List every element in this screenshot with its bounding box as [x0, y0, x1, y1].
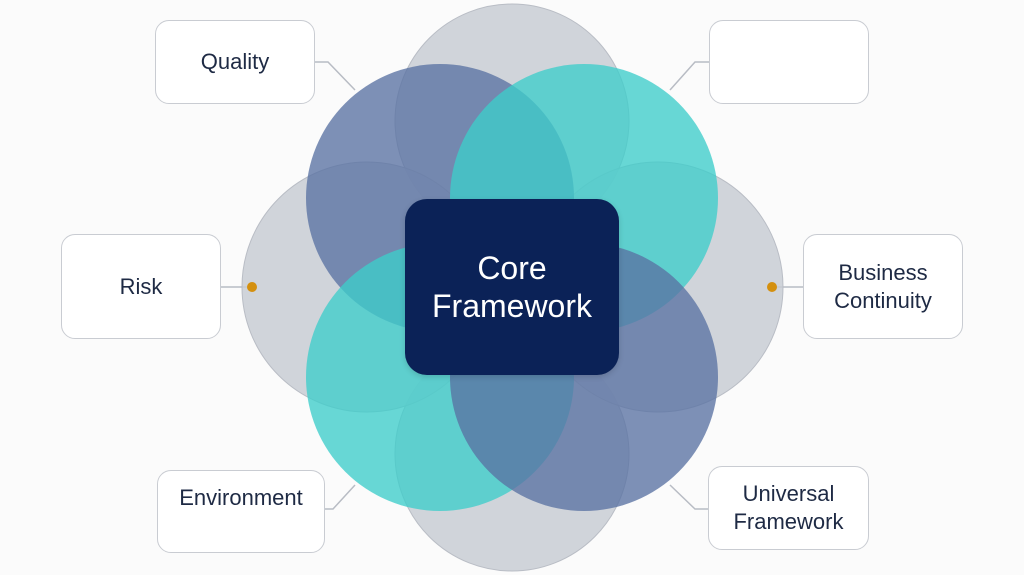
- core-title-line1: Core: [477, 250, 547, 286]
- dot-risk: [247, 282, 257, 292]
- label-risk[interactable]: Risk: [61, 234, 221, 339]
- label-blank-top-right[interactable]: [709, 20, 869, 104]
- label-universal-framework[interactable]: Universal Framework: [708, 466, 869, 550]
- core-framework-box[interactable]: Core Framework: [405, 199, 619, 375]
- label-risk-text: Risk: [119, 273, 163, 299]
- label-quality-text: Quality: [200, 49, 270, 74]
- label-business-line2: Continuity: [834, 287, 932, 313]
- label-universal-line1: Universal: [742, 481, 835, 506]
- connectors: [221, 61, 803, 510]
- label-quality[interactable]: Quality: [155, 20, 315, 104]
- connector-universal: [669, 484, 708, 510]
- connector-quality: [315, 61, 356, 91]
- label-universal-line2: Framework: [733, 509, 844, 534]
- dot-business: [767, 282, 777, 292]
- core-title-line2: Framework: [431, 288, 592, 324]
- label-business-continuity[interactable]: Business Continuity: [803, 234, 963, 339]
- connector-environment: [325, 484, 356, 510]
- label-business-line1: Business: [838, 259, 928, 285]
- label-environment-text: Environment: [179, 485, 303, 510]
- connector-blank-top-right: [669, 61, 709, 91]
- label-environment[interactable]: Environment: [157, 470, 325, 553]
